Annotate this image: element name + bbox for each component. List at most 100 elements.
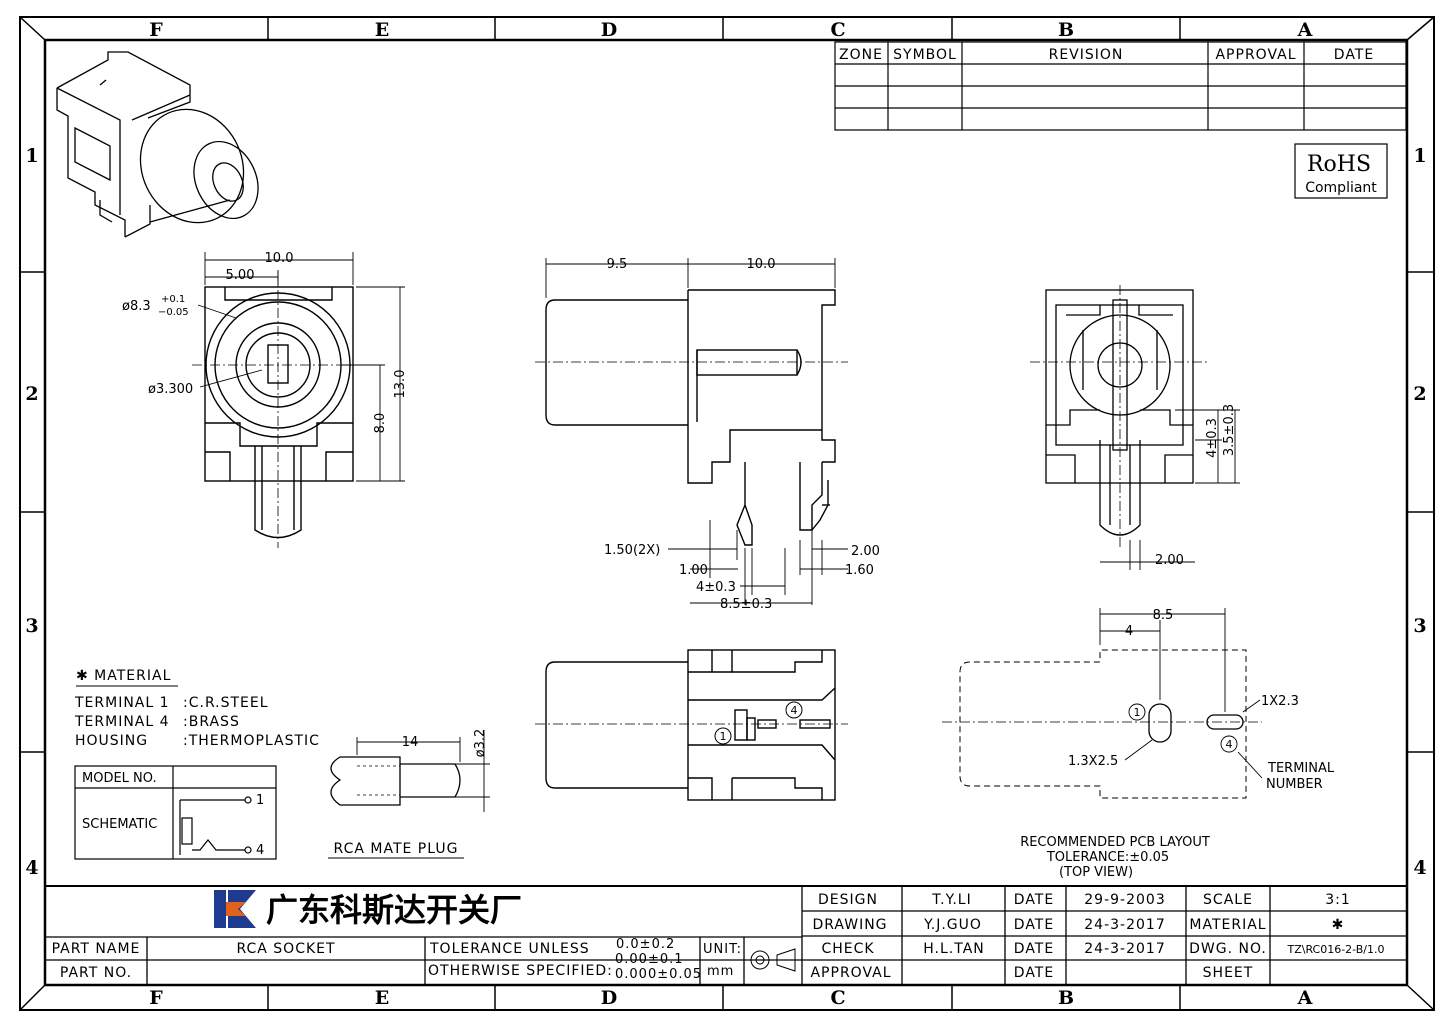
material-part: TERMINAL 1 (74, 695, 170, 711)
bottom-terminal-1: 1 (720, 730, 727, 743)
zone-label: B (1058, 987, 1074, 1009)
front-dim-outer-dia: ø8.3 (122, 299, 151, 314)
tb-name: Y.J.GUO (923, 917, 982, 933)
tolerance-b: 0.00±0.1 (615, 952, 684, 967)
rear-dim-b: 3.5±0.3 (1222, 404, 1237, 456)
zone-labels-top: F E D C B A (149, 19, 1312, 41)
tolerance-line-2: OTHERWISE SPECIFIED: (428, 963, 613, 979)
schematic-model-label: MODEL NO. (82, 771, 157, 786)
material-title: ✱ MATERIAL (76, 668, 171, 684)
zone-label: D (601, 987, 617, 1009)
rev-header-approval: APPROVAL (1215, 47, 1296, 63)
row-label: 2 (25, 383, 38, 405)
tb-date-label: DATE (1014, 965, 1054, 981)
tb-role: DESIGN (818, 892, 878, 908)
front-dim-half: 5.00 (226, 268, 255, 283)
pcb-dim-pitch: 4 (1125, 624, 1133, 639)
rev-header-date: DATE (1334, 47, 1374, 63)
isometric-view (56, 51, 259, 238)
tb-value: TZ\RC016-2-B/1.0 (1286, 943, 1384, 956)
row-labels: 1 2 3 4 1 2 3 4 (25, 145, 1426, 879)
part-no-label: PART NO. (60, 965, 132, 981)
projection-symbol (748, 948, 796, 972)
tb-role: CHECK (821, 941, 874, 957)
row-label: 4 (1413, 857, 1426, 879)
pcb-dim-total: 8.5 (1153, 608, 1174, 623)
material-value: :THERMOPLASTIC (183, 733, 320, 749)
row-label: 3 (25, 615, 38, 637)
pcb-layout: 8.5 4 1.3X2.5 1X2.3 1 4 TERMINAL NUMBER … (942, 608, 1335, 880)
schematic-pin1: 1 (256, 793, 264, 808)
rear-dim-a: 4±0.3 (1205, 418, 1220, 458)
rca-mate-plug: 14 ø3.2 RCA MATE PLUG (328, 729, 490, 859)
pcb-terminal-label-1: TERMINAL (1267, 761, 1335, 776)
schematic-box: MODEL NO. SCHEMATIC 1 4 (74, 765, 277, 860)
side-dim-body: 9.5 (607, 257, 628, 272)
front-dim-outer-tol-minus: −0.05 (158, 307, 189, 318)
front-dim-outer-tol-plus: +0.1 (161, 294, 185, 305)
zone-label: D (601, 19, 617, 41)
zone-label: F (149, 987, 163, 1009)
zone-label: C (830, 19, 845, 41)
sheet-frame (19, 16, 1435, 1011)
row-label: 1 (25, 145, 38, 167)
side-view: 9.5 10.0 1.50(2X) 1.00 4±0.3 8.5±0.3 2.0… (535, 257, 880, 612)
pcb-terminal-label-2: NUMBER (1266, 777, 1323, 792)
side-dim-pin-gap: 1.00 (679, 563, 708, 578)
pcb-caption-2: TOLERANCE:±0.05 (1046, 850, 1169, 865)
material-part: TERMINAL 4 (74, 714, 170, 730)
row-label: 1 (1413, 145, 1426, 167)
tb-date-label: DATE (1014, 941, 1054, 957)
rev-header-symbol: SYMBOL (893, 47, 957, 63)
zone-label: F (149, 19, 163, 41)
tb-date: 29-9-2003 (1084, 892, 1165, 908)
tb-date-label: DATE (1014, 917, 1054, 933)
side-dim-depth: 10.0 (747, 257, 776, 272)
unit-label: UNIT: (703, 942, 742, 957)
schematic-label: SCHEMATIC (82, 817, 157, 832)
plug-dim-dia: ø3.2 (473, 729, 488, 758)
side-dim-right-offset: 1.60 (845, 563, 874, 578)
schematic-pin4: 4 (256, 843, 264, 858)
tb-key: DWG. NO. (1189, 941, 1267, 957)
rohs-subtitle: Compliant (1305, 180, 1377, 196)
bottom-terminal-4: 4 (791, 704, 798, 717)
material-part: HOUSING (75, 733, 148, 749)
zone-label: E (375, 19, 389, 41)
pcb-terminal-4: 4 (1226, 738, 1233, 751)
part-name-label: PART NAME (52, 941, 141, 957)
zone-label: B (1058, 19, 1074, 41)
row-label: 4 (25, 857, 38, 879)
side-dim-total: 8.5±0.3 (720, 597, 772, 612)
tb-date-label: DATE (1014, 892, 1054, 908)
pcb-caption-1: RECOMMENDED PCB LAYOUT (1020, 835, 1210, 850)
tolerance-c: 0.000±0.05 (615, 967, 702, 982)
rohs-title: RoHS (1307, 152, 1371, 177)
side-dim-pin-width: 1.50(2X) (604, 543, 660, 558)
tb-role: APPROVAL (810, 965, 891, 981)
company-logo (214, 890, 256, 928)
zone-label: A (1297, 987, 1313, 1009)
front-dim-width: 10.0 (265, 251, 294, 266)
pcb-hole-4-size: 1X2.3 (1261, 694, 1299, 709)
side-dim-pitch: 4±0.3 (696, 580, 736, 595)
tb-date: 24-3-2017 (1084, 941, 1165, 957)
rohs-badge: RoHS Compliant (1294, 143, 1388, 199)
zone-label: A (1297, 19, 1313, 41)
tb-key: SHEET (1203, 965, 1254, 981)
tb-value: ✱ (1332, 917, 1345, 933)
pcb-caption-3: (TOP VIEW) (1059, 865, 1133, 880)
front-dim-inner-dia: ø3.300 (148, 382, 193, 397)
material-notes: ✱ MATERIAL TERMINAL 1 :C.R.STEEL TERMINA… (74, 668, 320, 749)
title-block: 广东科斯达开关厂 PART NAME RCA SOCKET PART NO. T… (45, 885, 1406, 985)
rev-header-zone: ZONE (839, 47, 883, 63)
rev-header-revision: REVISION (1049, 47, 1124, 63)
pcb-hole-1-size: 1.3X2.5 (1068, 754, 1118, 769)
tolerance-a: 0.0±0.2 (616, 937, 675, 952)
tb-name: T.Y.LI (931, 892, 971, 908)
bottom-view: 1 4 (535, 649, 848, 801)
row-label: 3 (1413, 615, 1426, 637)
tb-date: 24-3-2017 (1084, 917, 1165, 933)
rear-dim-bottom: 2.00 (1155, 553, 1184, 568)
